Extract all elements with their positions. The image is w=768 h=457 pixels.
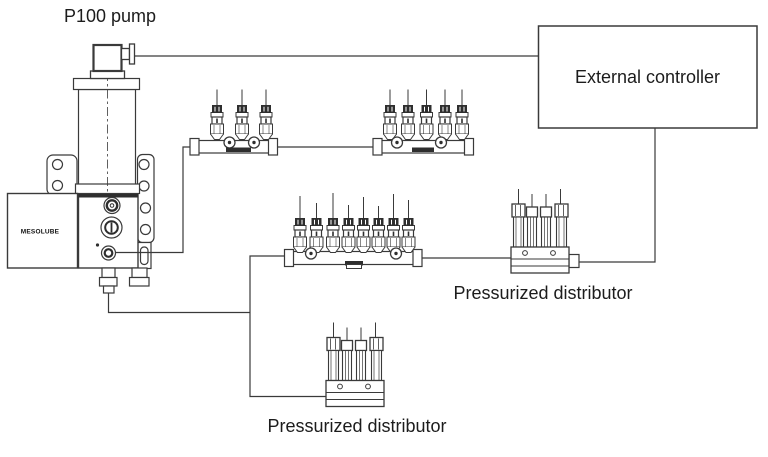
distributor-body xyxy=(510,188,570,274)
injector xyxy=(341,217,356,254)
manifold-end-cap xyxy=(267,137,279,156)
indicator-dot xyxy=(95,243,100,247)
pump-base-top-edge xyxy=(78,194,138,198)
brand-plate xyxy=(6,192,79,269)
slot-bracket-slot xyxy=(139,246,149,266)
outlet-fitting-left xyxy=(98,267,118,294)
injector xyxy=(386,217,401,254)
pressurized-distributor-right xyxy=(510,188,580,274)
bracket-hole xyxy=(51,179,64,192)
injector xyxy=(292,217,308,254)
injector xyxy=(258,104,274,141)
bracket-hole xyxy=(138,158,150,171)
injector xyxy=(382,104,398,141)
pump-fill-port xyxy=(100,216,123,239)
injector-pins xyxy=(299,193,409,219)
wire-controller-to-right-distributor xyxy=(579,128,656,263)
injector xyxy=(325,217,341,254)
injector xyxy=(419,104,434,141)
bracket-hole xyxy=(139,202,152,214)
tube-junction-to-manifold-8-and-bottom-distributor xyxy=(249,255,326,398)
pressurized-distributor-bottom xyxy=(325,321,385,408)
mounting-bracket-left xyxy=(46,154,78,196)
injector xyxy=(209,104,225,141)
manifold-end-cap xyxy=(189,137,200,156)
top-flange xyxy=(72,77,141,91)
injector xyxy=(234,104,250,141)
pump-side-port xyxy=(100,245,117,261)
injector-pins xyxy=(389,89,463,106)
external-controller-label: External controller xyxy=(574,66,721,87)
bracket-hole xyxy=(139,223,152,236)
bracket-hole xyxy=(138,180,150,192)
injector xyxy=(400,104,416,141)
manifold-end-cap xyxy=(372,137,383,156)
manifold-foot xyxy=(346,264,362,269)
injector-manifold-top-left xyxy=(189,89,279,156)
manifold-end-cap xyxy=(412,248,423,268)
injector xyxy=(401,217,416,254)
manifold-stripe xyxy=(412,147,434,152)
outlet-fitting-right xyxy=(128,267,150,287)
tube-pump-outlet-to-junction xyxy=(107,293,250,314)
manifold-end-cap xyxy=(283,248,295,268)
tubing-and-wiring xyxy=(107,55,656,398)
pressurized-distributor-right-label: Pressurized distributor xyxy=(453,283,633,303)
injector xyxy=(371,217,386,254)
din-connector xyxy=(89,43,136,80)
injector xyxy=(356,217,371,254)
distributor-side-tab xyxy=(568,253,580,269)
injector xyxy=(309,217,324,254)
injector xyxy=(437,104,453,141)
bracket-hole xyxy=(51,158,64,171)
pump-title: P100 pump xyxy=(63,6,157,26)
injector xyxy=(454,104,470,141)
pressurized-distributor-bottom-label: Pressurized distributor xyxy=(267,416,447,436)
tube-pump-to-manifold-3 xyxy=(115,146,190,254)
p100-pump xyxy=(6,43,155,294)
external-controller-box xyxy=(537,25,758,129)
manifold-stripe xyxy=(345,261,363,266)
reservoir-cylinder xyxy=(77,88,137,187)
manifold-stripe xyxy=(226,147,251,152)
injector-pins xyxy=(216,89,267,106)
manifold-end-cap xyxy=(463,137,475,156)
injector-manifold-middle xyxy=(283,193,423,269)
injector-manifold-top-right xyxy=(372,89,475,156)
pump-port-upper xyxy=(103,196,121,215)
pump-brand-label: MESOLUBE xyxy=(20,228,60,236)
distributor-body xyxy=(325,321,385,408)
